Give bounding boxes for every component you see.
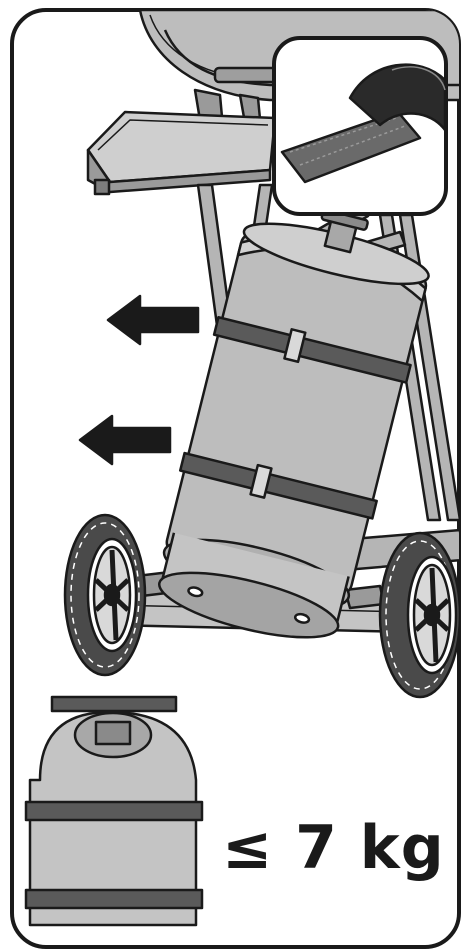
- velcro-strap-inset: [272, 36, 448, 216]
- upper-strap: [212, 315, 412, 384]
- right-wheel: [378, 531, 459, 699]
- lower-strap: [178, 451, 378, 520]
- velcro-strap-icon: [280, 63, 446, 184]
- side-shelf: [86, 110, 277, 196]
- arrow-left-icon: [106, 294, 200, 346]
- weight-limit-label: ≤ 7 kg: [222, 813, 445, 883]
- mounted-gas-cylinder: [157, 208, 430, 639]
- gas-cylinder-icon: [24, 695, 204, 927]
- arrow-left-icon: [78, 414, 172, 466]
- left-wheel: [63, 513, 147, 677]
